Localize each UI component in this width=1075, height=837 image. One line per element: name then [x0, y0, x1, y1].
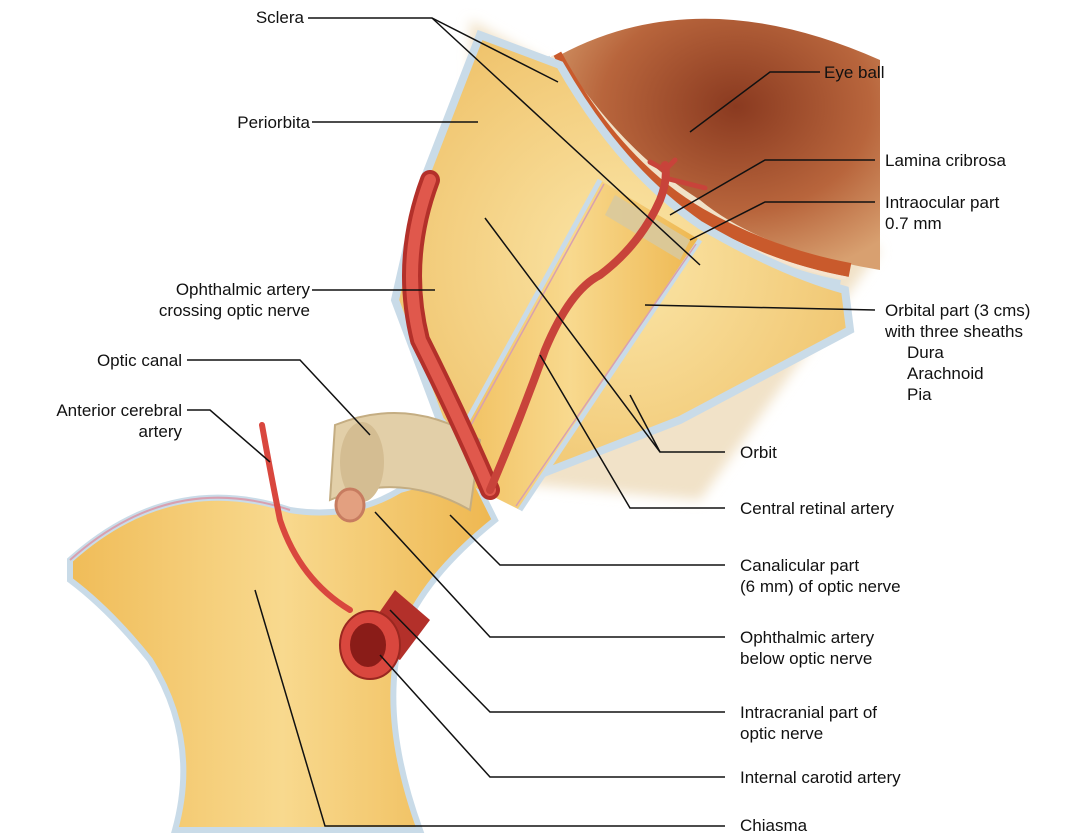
label-orbit: Orbit [740, 442, 777, 463]
label-orbital-part: Orbital part (3 cms) with three sheaths … [885, 300, 1030, 405]
label-sheath-dura: Dura [885, 342, 1030, 363]
label-lamina-cribrosa: Lamina cribrosa [885, 150, 1006, 171]
label-ophthalmic-crossing: Ophthalmic artery crossing optic nerve [159, 279, 310, 321]
label-sheath-arachnoid: Arachnoid [885, 363, 1030, 384]
label-intracranial-part: Intracranial part of optic nerve [740, 702, 877, 744]
label-anterior-cerebral: Anterior cerebral artery [56, 400, 182, 442]
label-chiasma: Chiasma [740, 815, 807, 836]
label-intraocular: Intraocular part 0.7 mm [885, 192, 999, 234]
label-sheath-pia: Pia [885, 384, 1030, 405]
label-canalicular-part: Canalicular part (6 mm) of optic nerve [740, 555, 901, 597]
label-sclera: Sclera [256, 7, 304, 28]
label-internal-carotid: Internal carotid artery [740, 767, 901, 788]
label-ophthalmic-below: Ophthalmic artery below optic nerve [740, 627, 874, 669]
label-eye-ball: Eye ball [824, 62, 884, 83]
label-periorbita: Periorbita [237, 112, 310, 133]
label-central-retinal-artery: Central retinal artery [740, 498, 894, 519]
label-optic-canal: Optic canal [97, 350, 182, 371]
ophthalmic-artery-below [336, 489, 364, 521]
